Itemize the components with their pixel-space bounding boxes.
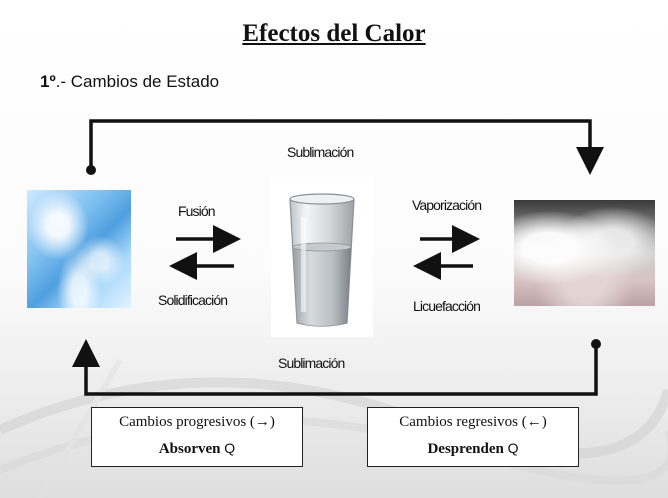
fusion-label: Fusión xyxy=(178,203,216,219)
regressive-verb: Desprenden xyxy=(427,441,504,457)
regressive-q: Q xyxy=(507,440,519,456)
vapor-image xyxy=(514,200,655,306)
progressive-action: Absorven Q xyxy=(92,440,302,458)
solidification-label: Solidificación xyxy=(158,292,228,308)
bottom-arrow-start-dot xyxy=(591,339,601,349)
regressive-changes-box: Cambios regresivos (←) Desprenden Q xyxy=(367,407,579,467)
ice-cube-image xyxy=(27,190,131,308)
progressive-heading: Cambios progresivos (→) xyxy=(119,414,275,430)
section-text: .- Cambios de Estado xyxy=(55,72,220,91)
bottom-sublimation-label: Sublimación xyxy=(278,355,345,371)
top-arrow-start-dot xyxy=(86,165,96,175)
vaporization-label: Vaporización xyxy=(412,197,482,213)
section-subtitle: 1º.- Cambios de Estado xyxy=(40,72,219,92)
page-title: Efectos del Calor xyxy=(242,20,426,47)
regressive-action: Desprenden Q xyxy=(368,440,578,458)
section-number: 1º xyxy=(40,72,56,91)
top-sublimation-arrow xyxy=(89,119,604,175)
liquefaction-label: Licuefacción xyxy=(413,298,481,314)
progressive-q: Q xyxy=(224,440,236,456)
progressive-changes-box: Cambios progresivos (→) Absorven Q xyxy=(91,407,303,467)
glass-icon xyxy=(289,193,355,327)
regressive-heading: Cambios regresivos (←) xyxy=(399,414,547,430)
bottom-sublimation-arrow xyxy=(72,339,598,396)
top-sublimation-label: Sublimación xyxy=(287,144,354,160)
water-glass-image xyxy=(271,177,373,337)
progressive-verb: Absorven xyxy=(158,441,221,457)
